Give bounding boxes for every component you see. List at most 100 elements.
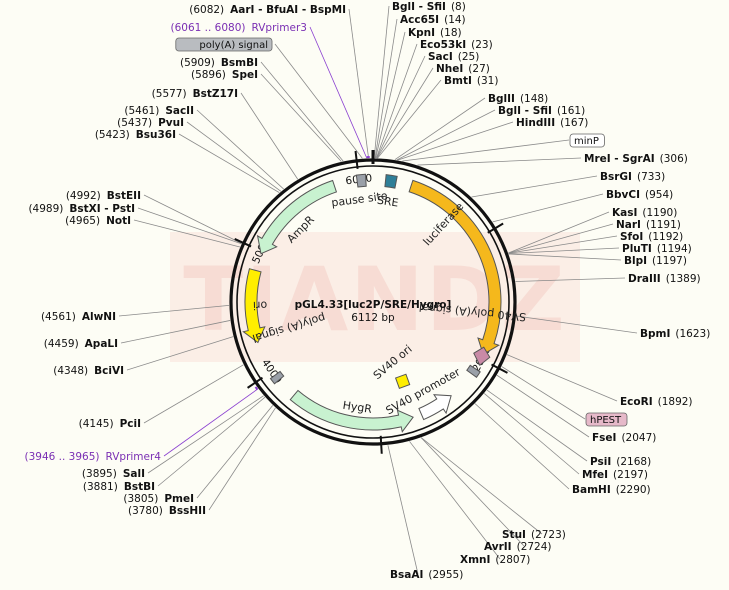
site-draiii-label: DraIII(1389) [628, 273, 701, 285]
site-bsaai-pos: (2955) [428, 569, 463, 581]
site-leader [374, 18, 398, 159]
site-leader [260, 61, 344, 162]
site-poly-a-signal-label: poly(A) signal [199, 40, 268, 51]
feature-hygr-label: HygR [342, 399, 373, 416]
site-bamhi-name: BamHI [572, 484, 611, 496]
site-stui-name: StuI [502, 529, 526, 541]
plasmid-name: pGL4.33[luc2P/SRE/Hygro] [295, 299, 452, 311]
site-leader [178, 133, 280, 193]
site-leader [240, 92, 299, 180]
site-bsmbi-name: BsmBI [221, 57, 258, 69]
site-xmni-name: XmnI [460, 554, 490, 566]
site-bstz17i-name: BstZ17I [193, 88, 238, 100]
site-leader [120, 320, 231, 344]
site-sali-pos: (3895) [82, 468, 117, 480]
site-bstbi-pos: (3881) [83, 481, 118, 493]
site-nari-name: NarI [616, 219, 641, 231]
site-leader [208, 407, 276, 511]
site-kpni-label: KpnI(18) [408, 27, 462, 39]
site-sacii-name: SacII [165, 105, 194, 117]
site-noti-label: (4965)NotI [65, 215, 131, 227]
site-pmei-pos: (3805) [123, 493, 158, 505]
site-bgli-sfii-pos: (8) [451, 1, 466, 13]
site-aari-bfuai-bspmi-name: AarI - BfuAI - BspMI [230, 4, 346, 16]
site-stui-label: StuI (2723) [502, 529, 566, 541]
site-bsshii-label: (3780)BssHII [128, 505, 206, 517]
feature-sv40-poly-a-signal [466, 364, 481, 379]
site-leader [421, 437, 543, 535]
site-hpest-box [585, 412, 628, 427]
site-leader [396, 109, 496, 161]
site-bsrgi-label: BsrGI(733) [600, 171, 665, 183]
site-hindiii-name: HindIII [516, 117, 555, 129]
site-leader [196, 405, 274, 499]
site-kpni-name: KpnI [408, 27, 435, 39]
site-leader [387, 445, 419, 575]
site-bstxi-psti-pos: (4989) [28, 203, 63, 215]
site-bglii-label: BglII(148) [488, 93, 548, 105]
site-draiii-name: DraIII [628, 273, 661, 285]
site-bsteii-pos: (4992) [66, 190, 101, 202]
site-kasi-pos: (1190) [642, 207, 677, 219]
site-rvprimer3-name: RVprimer3 [252, 22, 308, 34]
site-saci-pos: (25) [458, 51, 480, 63]
site-nari-label: NarI(1191) [616, 219, 681, 231]
site-bmti-label: BmtI (31) [444, 75, 498, 87]
site-leader [377, 79, 442, 159]
site-leader [126, 336, 234, 371]
site-sali-name: SalI [123, 468, 145, 480]
site-bsmbi-pos: (5909) [180, 57, 215, 69]
site-bstbi-label: (3881) BstBI [83, 481, 155, 493]
site-poly-a-signal-box [175, 37, 273, 52]
scale-tick [234, 238, 252, 248]
site-aari-bfuai-bspmi-label: (6082) AarI - BfuAI - BspMI [189, 4, 346, 16]
inner-ring [236, 165, 510, 439]
site-sali-label: (3895) SalI [82, 468, 145, 480]
site-bbvci-pos: (954) [645, 189, 673, 201]
site-leader [508, 235, 618, 254]
site-bstxi-psti-name: BstXI - PstI [69, 203, 135, 215]
site-avrii-name: AvrII [484, 541, 512, 553]
site-bsmbi-label: (5909) BsmBI [180, 57, 258, 69]
site-psii-name: PsiI [590, 456, 611, 468]
site-pvui-name: PvuI [158, 117, 184, 129]
site-bmti-pos: (31) [477, 75, 499, 87]
feature-ampr [256, 179, 338, 255]
site-hpest-label: hPEST [590, 415, 622, 426]
center-info: pGL4.33[luc2P/SRE/Hygro] 6112 bp [295, 299, 452, 324]
site-rvprimer3-pos: (6061 .. 6080) [171, 22, 246, 34]
site-spei-pos: (5896) [191, 69, 226, 81]
site-leader [515, 277, 626, 282]
site-leader [508, 211, 610, 254]
site-bstz17i-label: (5577)BstZ17I [152, 88, 238, 100]
site-bgli-sfii-label: BglI - SfiI (8) [392, 1, 466, 13]
site-apali-label: (4459)ApaLI [44, 338, 118, 350]
site-xmni-pos: (2807) [495, 554, 530, 566]
site-leader [157, 396, 266, 487]
site-mfei-pos: (2197) [613, 469, 648, 481]
site-stui-pos: (2723) [531, 529, 566, 541]
site-bgli-sfii-name: BglI - SfiI [392, 1, 446, 13]
site-mfei-label: MfeI(2197) [582, 469, 648, 481]
site-bsaai-name: BsaAI [390, 569, 423, 581]
feature-sre-label: SRE [376, 194, 399, 210]
site-bstbi-name: BstBI [124, 481, 155, 493]
site-apali-pos: (4459) [44, 338, 79, 350]
site-leader [373, 5, 390, 159]
site-bsteii-name: BstEII [107, 190, 141, 202]
site-leader [118, 305, 230, 317]
site-fsei-label: FseI(2047) [592, 432, 656, 444]
site-bsteii-label: (4992) BstEII [66, 190, 141, 202]
site-bcivi-name: BciVI [94, 365, 124, 377]
site-aari-bfuai-bspmi-pos: (6082) [189, 4, 224, 16]
site-bmti-name: BmtI [444, 75, 472, 87]
scale-tick [491, 363, 508, 374]
site-leader [137, 207, 242, 245]
site-pmei-label: (3805)PmeI [123, 493, 194, 505]
feature-hpest [473, 346, 491, 367]
site-sfoi-name: SfoI [620, 231, 643, 243]
site-alwni-label: (4561)AlwNI [41, 311, 116, 323]
site-sfoi-label: SfoI(1192) [620, 231, 683, 243]
site-bsshii-name: BssHII [169, 505, 206, 517]
site-fsei-name: FseI [592, 432, 616, 444]
